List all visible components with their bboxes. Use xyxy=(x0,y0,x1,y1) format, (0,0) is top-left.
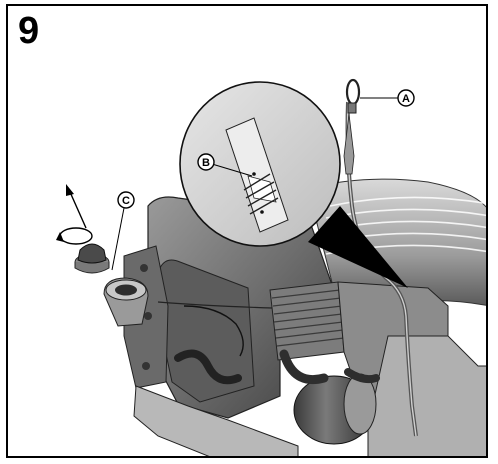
callout-c-label: C xyxy=(122,195,130,207)
callout-a-label: A xyxy=(402,93,410,105)
up-arrow-icon xyxy=(66,184,87,229)
oil-filter xyxy=(293,373,377,445)
dipstick xyxy=(343,78,400,175)
figure-number: 9 xyxy=(18,10,40,52)
rotate-arrow-icon xyxy=(56,227,93,245)
callout-b-label: B xyxy=(202,157,210,169)
engine-illustration: A B C xyxy=(56,78,486,456)
engine-body xyxy=(103,178,486,456)
callout-c: C xyxy=(117,191,135,209)
figure-frame: A B C 9 xyxy=(6,4,488,458)
magnified-detail xyxy=(179,81,408,288)
callout-b: B xyxy=(197,153,215,171)
callout-a: A xyxy=(397,89,415,107)
oil-fill-cap xyxy=(74,207,125,274)
